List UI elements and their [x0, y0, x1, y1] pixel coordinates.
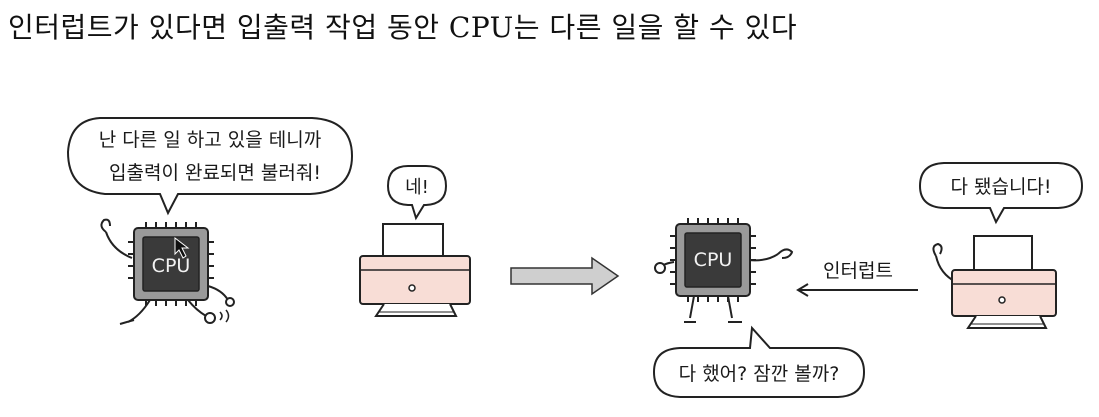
printer-right: [932, 235, 1057, 329]
cpu-speech-line2: 입출력이 완료되면 불러줘!: [109, 162, 321, 184]
cpu-speech-bubble-right: 다 했어? 잠깐 볼까?: [652, 325, 866, 398]
interrupt-label: 인터럽트: [823, 260, 893, 282]
printer-speech-text-right: 다 됐습니다!: [950, 176, 1051, 198]
cpu-speech-line1: 난 다른 일 하고 있을 테니까: [99, 129, 321, 151]
interrupt-arrow: 인터럽트: [796, 260, 918, 297]
transition-arrow-icon: [510, 256, 620, 296]
cpu-label-left: CPU: [152, 255, 191, 277]
cpu-label-right: CPU: [694, 249, 733, 271]
arrow-left-icon: [796, 283, 809, 297]
cpu-character-left: CPU: [100, 218, 235, 325]
printer-left: [359, 223, 471, 317]
cpu-speech-text-right: 다 했어? 잠깐 볼까?: [679, 363, 840, 385]
page-title: 인터럽트가 있다면 입출력 작업 동안 CPU는 다른 일을 할 수 있다: [8, 11, 798, 44]
printer-speech-text-left: 네!: [405, 177, 429, 198]
cpu-speech-bubble-left: 난 다른 일 하고 있을 테니까 입출력이 완료되면 불러줘!: [66, 117, 354, 216]
mouse-pointer-icon: [174, 236, 190, 259]
cpu-character-right: CPU: [654, 218, 794, 323]
printer-speech-bubble-left: 네!: [386, 165, 448, 221]
printer-speech-bubble-right: 다 됐습니다!: [918, 162, 1084, 225]
